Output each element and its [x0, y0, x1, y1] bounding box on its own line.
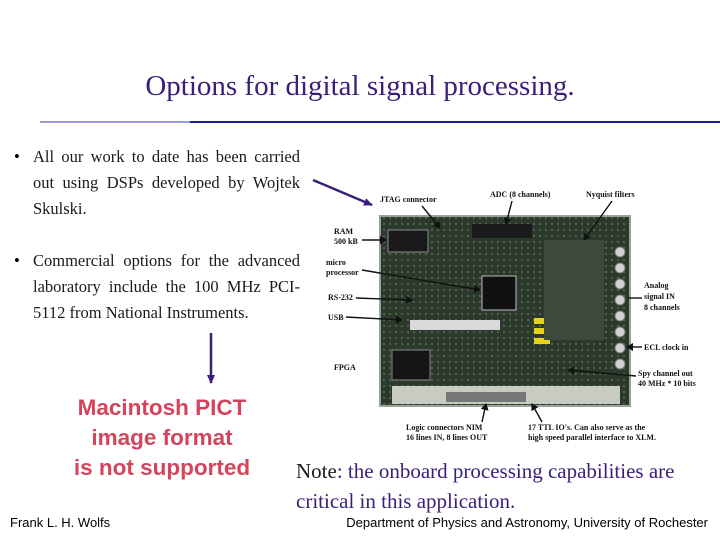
- ram-chip: [387, 229, 429, 253]
- pict-placeholder: Macintosh PICT image format is not suppo…: [44, 393, 280, 483]
- bullet-icon: •: [14, 251, 20, 270]
- fpga-chip: [391, 349, 431, 381]
- microprocessor-chip: [481, 275, 517, 311]
- bullet-text: All our work to date has been carried ou…: [33, 147, 300, 218]
- label-micro: micro: [326, 258, 346, 267]
- label-usb: USB: [328, 313, 344, 322]
- title-divider: [40, 121, 720, 123]
- nyquist-filter-bank: [544, 240, 604, 340]
- yellow-jumper: [534, 318, 550, 324]
- bullet-text: Commercial options for the advanced labo…: [33, 251, 300, 322]
- yellow-jumper: [534, 328, 550, 334]
- slide-title: Options for digital signal processing.: [145, 70, 575, 102]
- label-ecl-clock: ECL clock in: [644, 343, 689, 352]
- arrow-to-board: [312, 178, 373, 207]
- note-body: : the onboard processing capabilities ar…: [296, 459, 675, 513]
- pict-line: image format: [91, 425, 233, 450]
- label-analog-channels: 8 channels: [644, 303, 680, 312]
- label-nyquist: Nyquist filters: [586, 190, 635, 199]
- adc-chip-row: [472, 224, 532, 238]
- pict-line: is not supported: [73, 455, 251, 480]
- label-logic: Logic connectors NIM: [406, 423, 483, 432]
- label-fpga: FPGA: [334, 363, 356, 372]
- label-analog-signal: signal IN: [644, 292, 675, 301]
- label-analog: Analog: [644, 281, 668, 290]
- connector-row: [410, 320, 500, 330]
- label-ttl: 17 TTL IO's. Can also serve as the: [528, 423, 646, 432]
- dsp-board-photo: JTAG connector ADC (8 channels) Nyquist …: [326, 190, 696, 442]
- bullet-icon: •: [14, 147, 20, 166]
- bullet-item-skulski-dsp: • All our work to date has been carried …: [14, 144, 300, 222]
- note-keyword: Note: [296, 459, 337, 483]
- label-spy-channel: Spy channel out: [638, 369, 693, 378]
- footer-department: Department of Physics and Astronomy, Uni…: [346, 515, 708, 530]
- pict-line: Macintosh PICT: [77, 395, 247, 420]
- label-jtag: JTAG connector: [380, 195, 437, 204]
- yellow-jumper: [534, 338, 550, 344]
- label-processor: processor: [326, 268, 359, 277]
- nim-connectors: [446, 392, 526, 402]
- label-ram: RAM: [334, 227, 354, 236]
- label-adc: ADC (8 channels): [490, 190, 551, 199]
- label-spy-rate: 40 MHz * 10 bits: [638, 379, 696, 388]
- label-ram-size: 500 kB: [334, 237, 358, 246]
- label-rs232: RS-232: [328, 293, 353, 302]
- note-text: Note: the onboard processing capabilitie…: [296, 456, 716, 516]
- board-pointers: [345, 200, 642, 423]
- label-ttl-interface: high speed parallel interface to XLM.: [528, 433, 656, 442]
- lemo-connectors: [614, 246, 626, 370]
- bullet-item-commercial-options: • Commercial options for the advanced la…: [14, 248, 300, 326]
- footer-author: Frank L. H. Wolfs: [10, 515, 111, 530]
- label-logic-lines: 16 lines IN, 8 lines OUT: [406, 433, 488, 442]
